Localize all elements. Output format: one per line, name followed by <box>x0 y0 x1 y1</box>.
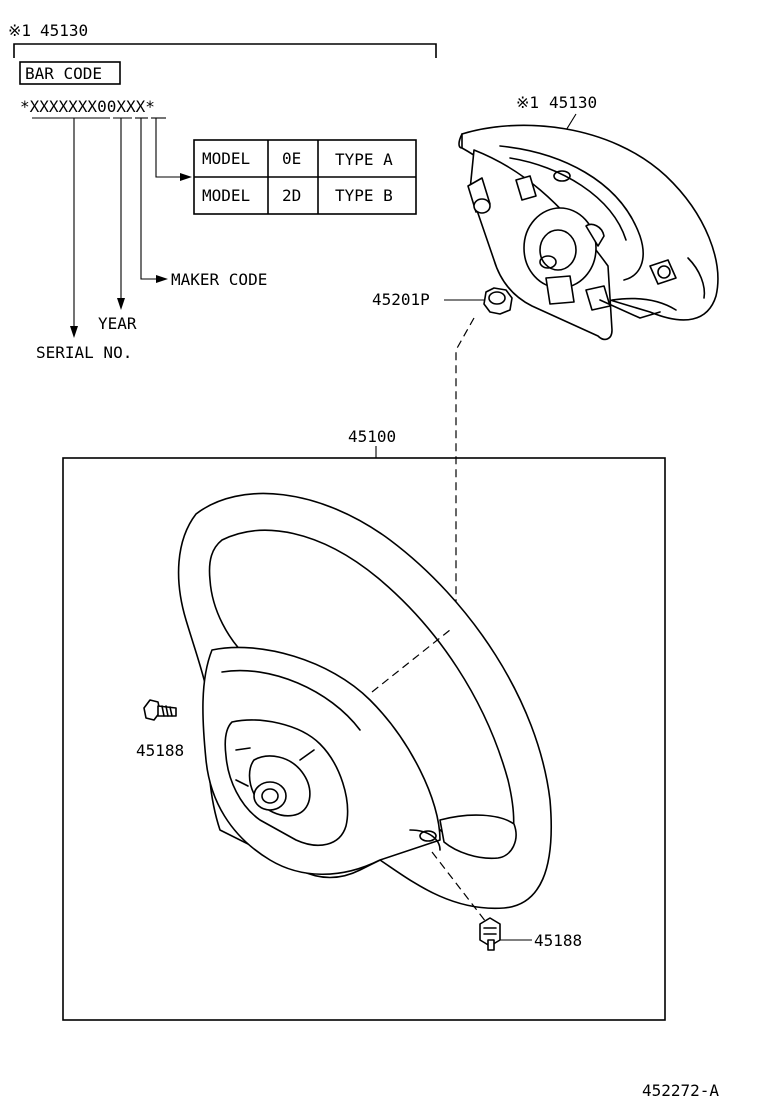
screw-dashed-line <box>431 851 487 923</box>
screw-icon <box>479 917 501 951</box>
maker-code-label: MAKER CODE <box>171 270 267 289</box>
model-table-row-2-model: MODEL <box>202 186 250 205</box>
top-ref-part-number: 45130 <box>40 21 88 40</box>
screw-right-part-number: 45188 <box>534 931 582 950</box>
model-table-row-1-code: 0E <box>282 149 301 168</box>
serial-label: SERIAL NO. <box>36 343 132 362</box>
nut-icon <box>483 287 513 315</box>
model-leader <box>155 118 182 178</box>
nut-part-number: 45201P <box>372 290 430 309</box>
maker-arrow <box>156 275 168 283</box>
model-table-row-2-code: 2D <box>282 186 301 205</box>
top-ref-mark: ※1 <box>8 21 31 40</box>
serial-arrow <box>70 326 78 338</box>
model-table-row-1-type: TYPE A <box>335 150 393 169</box>
airbag-part-number: 45130 <box>549 93 597 112</box>
airbag-module-icon <box>458 124 719 341</box>
barcode-label: BAR CODE <box>25 64 102 83</box>
year-arrow <box>117 298 125 310</box>
screw-icon <box>143 699 177 721</box>
steering-wheel-icon <box>177 492 553 910</box>
barcode-label-box <box>19 61 121 85</box>
airbag-ref-mark: ※1 <box>516 93 539 112</box>
wheel-part-number: 45100 <box>348 427 396 446</box>
model-table-row-2-type: TYPE B <box>335 186 393 205</box>
diagram-id: 452272-A <box>642 1081 719 1100</box>
wheel-frame <box>62 457 666 1021</box>
top-ref-bracket <box>13 43 437 58</box>
nut-to-wheel-dashed-line <box>455 317 475 620</box>
model-table-row-1-model: MODEL <box>202 149 250 168</box>
barcode-code: *XXXXXXX00XXX* <box>20 97 155 116</box>
screw-left-part-number: 45188 <box>136 741 184 760</box>
model-arrow <box>180 173 192 181</box>
year-label: YEAR <box>98 314 137 333</box>
model-table: MODEL 0E TYPE A MODEL 2D TYPE B <box>193 139 417 215</box>
maker-leader <box>140 118 158 280</box>
